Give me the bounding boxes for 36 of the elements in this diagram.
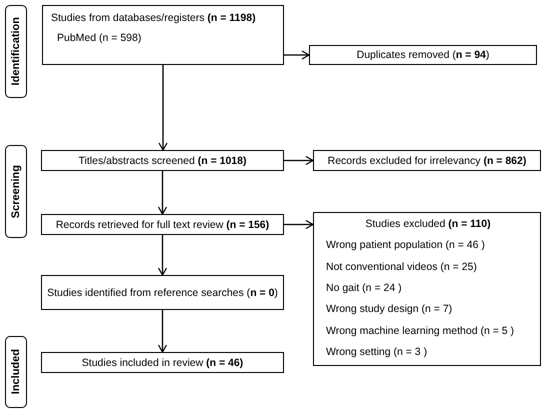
process-box xyxy=(41,352,284,373)
process-box xyxy=(41,214,284,235)
stage-label xyxy=(5,145,27,238)
box-text: Not conventional videos (n = 25) xyxy=(326,260,477,273)
box-text: No gait (n = 24 ) xyxy=(326,282,402,294)
box-text: Studies from databases/registers (n = 1198) xyxy=(51,12,256,24)
process-box xyxy=(41,150,284,171)
box-text: Wrong setting (n = 3 ) xyxy=(326,346,428,358)
arrow xyxy=(158,65,168,151)
stage-label xyxy=(5,5,27,98)
process-box xyxy=(41,275,284,310)
box-text: PubMed (n = 598) xyxy=(56,32,142,44)
box-text: Studies excluded (n = 110) xyxy=(365,218,491,230)
arrow xyxy=(158,171,168,215)
box-text: Studies included in review (n = 46) xyxy=(82,356,244,368)
arrow xyxy=(284,220,314,230)
arrow xyxy=(284,50,310,60)
box-text: Wrong study design (n = 7) xyxy=(326,303,452,316)
box-text: Studies identified from reference searches (n = 0) xyxy=(47,286,278,298)
stage-name: Screening xyxy=(10,164,22,218)
box-text: Records retrieved for full text review (n = 156) xyxy=(56,218,270,230)
box-text: Duplicates removed (n = 94) xyxy=(356,49,490,61)
process-box xyxy=(309,45,537,65)
box-text: Records excluded for irrelevancy (n = 862) xyxy=(328,154,526,166)
arrow xyxy=(158,310,168,353)
exclusion-box xyxy=(313,212,541,366)
box-text: Wrong machine learning method (n = 5 ) xyxy=(326,324,514,337)
arrow xyxy=(158,235,168,276)
box-text: Wrong patient population (n = 46 ) xyxy=(326,239,485,252)
stage-name: Included xyxy=(10,349,22,395)
process-box xyxy=(313,150,541,171)
arrow xyxy=(284,156,314,166)
stage-name: Identification xyxy=(10,17,22,86)
process-box xyxy=(42,5,284,65)
box-text: Titles/abstracts screened (n = 1018) xyxy=(78,154,246,166)
stage-label xyxy=(5,336,27,408)
